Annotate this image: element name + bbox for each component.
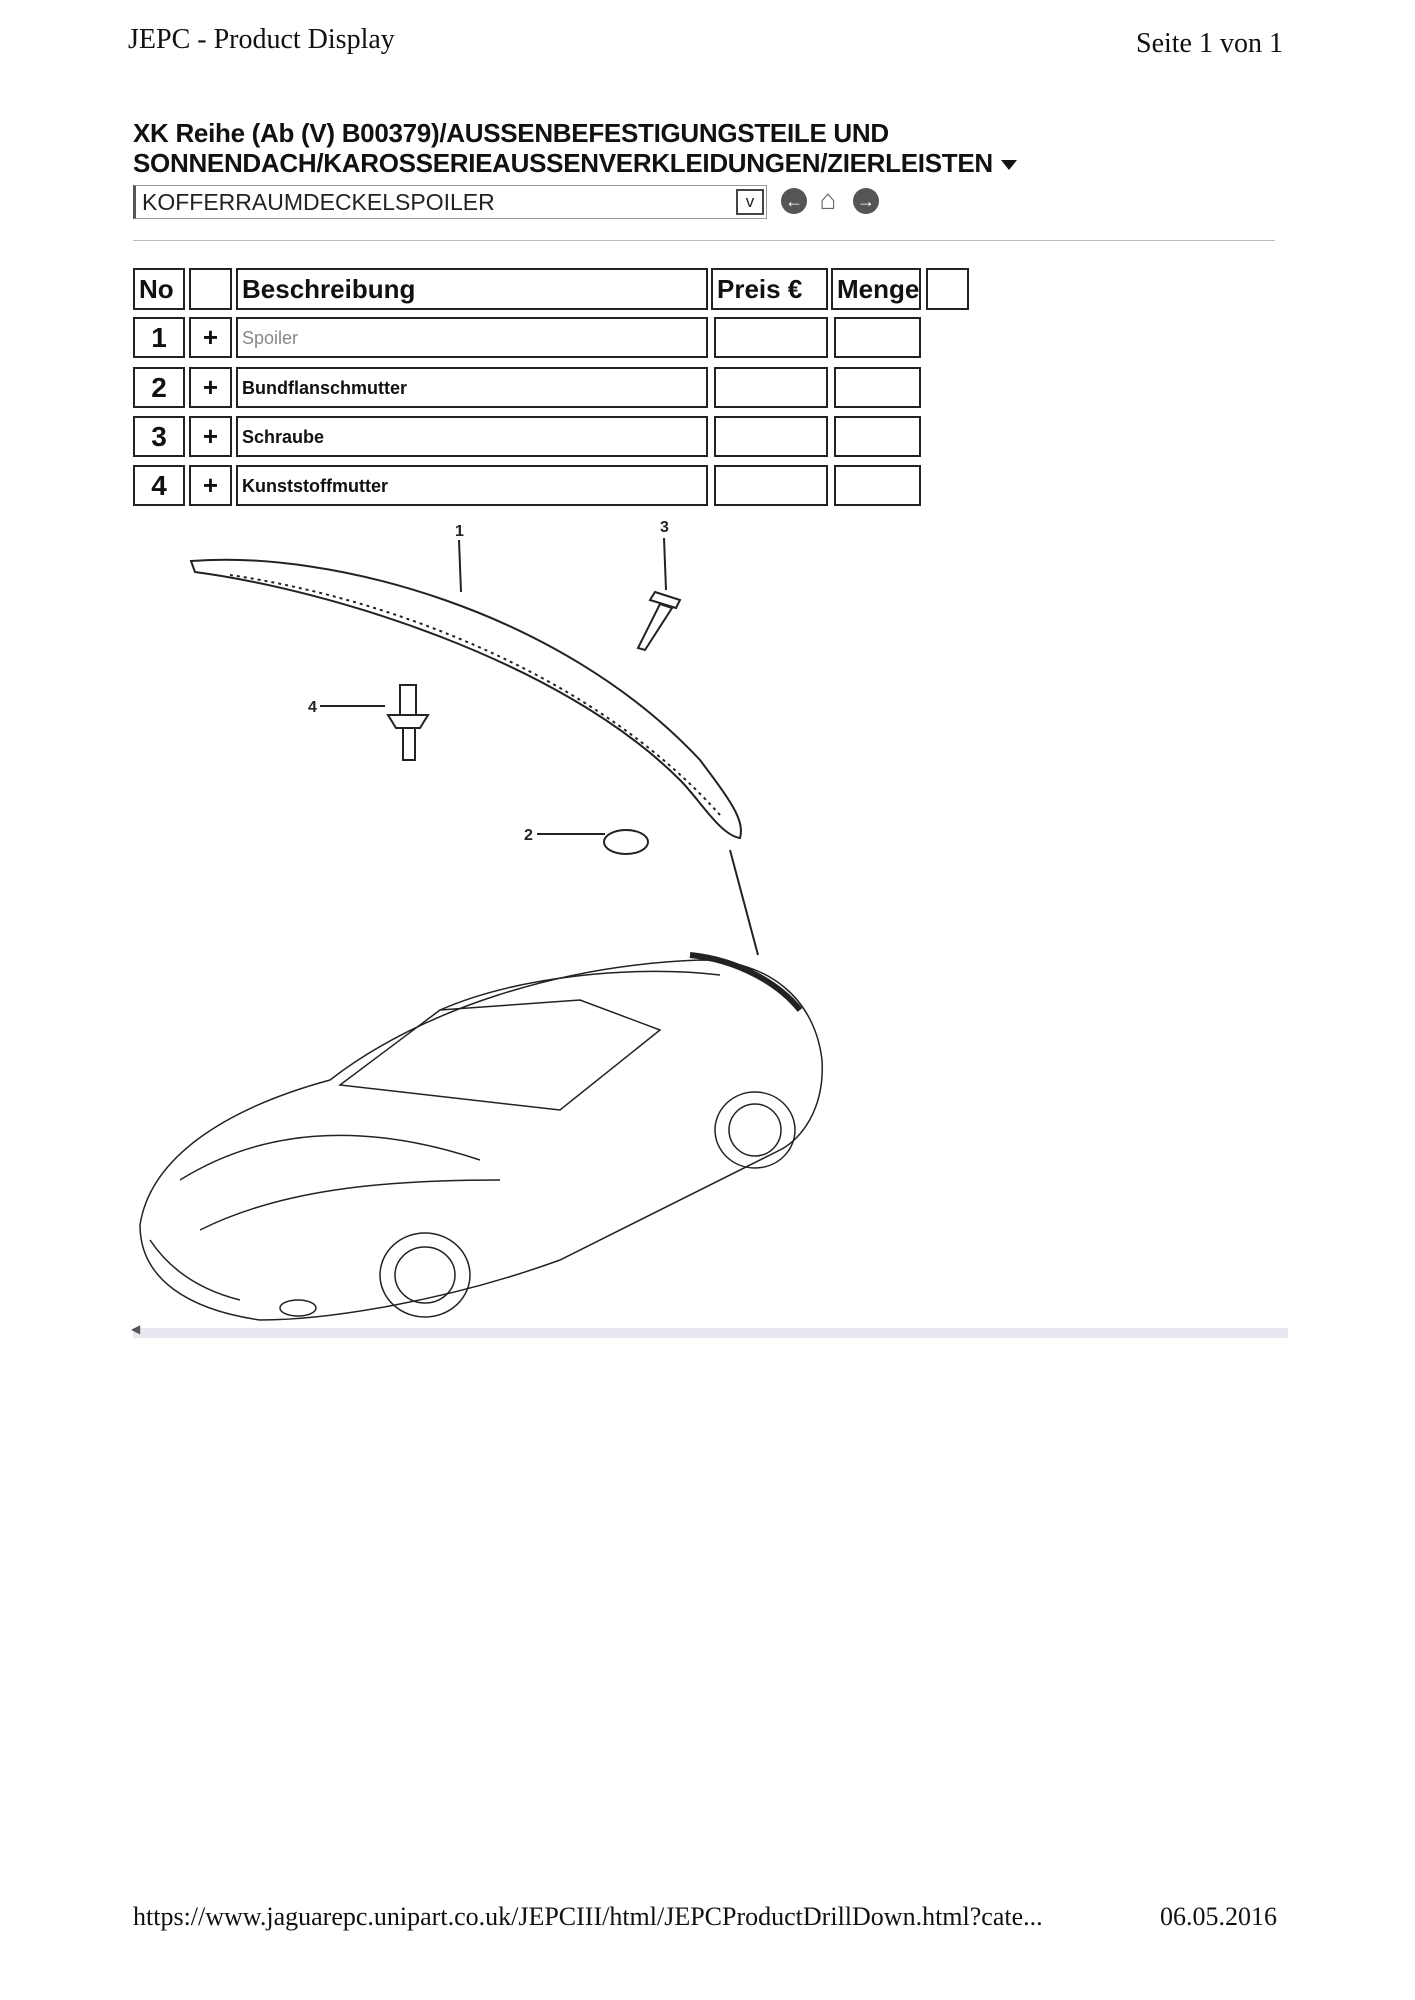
row-number: 2 <box>133 367 185 408</box>
dropdown-triangle-icon[interactable] <box>1000 160 1017 171</box>
callout-1: 1 <box>455 523 464 540</box>
category-select[interactable]: KOFFERRAUMDECKELSPOILER v <box>133 185 767 219</box>
chevron-down-icon[interactable]: v <box>736 189 764 215</box>
screw-part <box>636 590 682 652</box>
callout-4: 4 <box>308 699 317 716</box>
scroll-left-arrow-icon[interactable]: ◀ <box>131 1322 141 1336</box>
row-quantity-input[interactable] <box>834 367 921 408</box>
header-blank <box>189 268 232 310</box>
callout-line-3 <box>663 537 667 591</box>
print-page-number: Seite 1 von 1 <box>1136 28 1283 59</box>
horizontal-scrollbar[interactable]: ◀ <box>131 1322 1288 1338</box>
row-number: 4 <box>133 465 185 506</box>
spoiler-part <box>189 558 742 840</box>
callout-line-1 <box>458 539 462 593</box>
row-description: Bundflanschmutter <box>236 367 708 408</box>
row-quantity-input[interactable] <box>834 317 921 358</box>
print-footer-url: https://www.jaguarepc.unipart.co.uk/JEPC… <box>133 1902 1043 1931</box>
forward-arrow-icon[interactable]: → <box>853 188 879 214</box>
print-footer-date: 06.05.2016 <box>1160 1902 1277 1931</box>
print-header-title: JEPC - Product Display <box>128 24 395 55</box>
header-quantity: Menge <box>831 268 921 310</box>
row-price <box>714 465 828 506</box>
callout-2: 2 <box>524 827 533 844</box>
add-to-basket-button[interactable]: + <box>189 367 232 408</box>
row-quantity-input[interactable] <box>834 465 921 506</box>
row-description: Kunststoffmutter <box>236 465 708 506</box>
add-to-basket-button[interactable]: + <box>189 317 232 358</box>
divider <box>133 240 1275 241</box>
breadcrumb-line-2[interactable]: SONNENDACH/KAROSSERIEAUSSENVERKLEIDUNGEN… <box>133 148 1017 179</box>
row-price <box>714 317 828 358</box>
add-to-basket-button[interactable]: + <box>189 416 232 457</box>
back-arrow-icon[interactable]: ← <box>781 188 807 214</box>
add-to-basket-button[interactable]: + <box>189 465 232 506</box>
category-select-value: KOFFERRAUMDECKELSPOILER <box>142 189 495 215</box>
callout-3: 3 <box>660 519 669 536</box>
row-description: Spoiler <box>236 317 708 358</box>
home-icon[interactable]: ⌂ <box>819 184 837 215</box>
header-description: Beschreibung <box>236 268 708 310</box>
flange-nut-part <box>603 829 649 855</box>
header-no: No <box>133 268 185 310</box>
header-price: Preis € <box>711 268 828 310</box>
row-number: 1 <box>133 317 185 358</box>
car-outline <box>139 952 823 1321</box>
breadcrumb-line-2-text: SONNENDACH/KAROSSERIEAUSSENVERKLEIDUNGEN… <box>133 148 993 178</box>
row-price <box>714 367 828 408</box>
row-quantity-input[interactable] <box>834 416 921 457</box>
row-price <box>714 416 828 457</box>
breadcrumb-line-1: XK Reihe (Ab (V) B00379)/AUSSENBEFESTIGU… <box>133 118 889 148</box>
header-extra <box>926 268 969 310</box>
row-number: 3 <box>133 416 185 457</box>
plastic-nut-part <box>386 684 430 761</box>
leader-line <box>729 849 759 956</box>
row-description: Schraube <box>236 416 708 457</box>
